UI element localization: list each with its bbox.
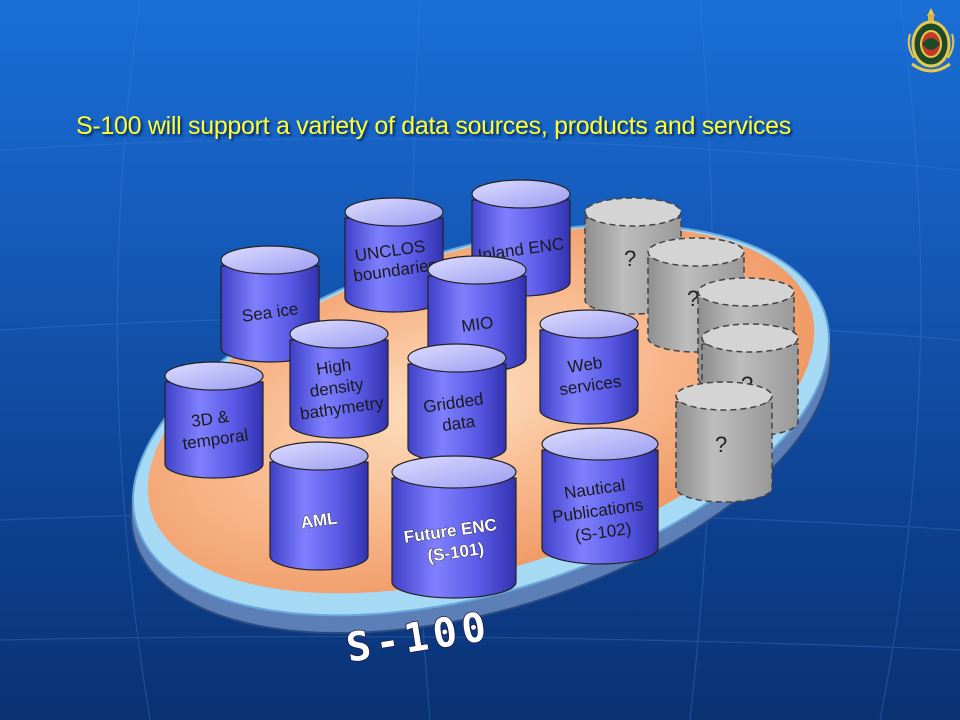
cylinder-label: High xyxy=(315,355,352,379)
cylinder-web-services: Web services xyxy=(539,309,639,425)
cylinder-label: data xyxy=(441,412,477,435)
unknown-label: ? xyxy=(687,286,699,311)
cylinder-label: Web xyxy=(567,353,604,377)
cylinder-3d-temporal: 3D & temporal xyxy=(164,361,264,479)
cylinder-gridded-data: Gridded data xyxy=(407,343,507,463)
svg-text:Web services: Web services xyxy=(555,351,622,399)
cylinder-unclos: UNCLOS boundaries xyxy=(344,197,444,313)
iho-emblem-icon xyxy=(907,8,955,73)
unknown-cylinder: ? xyxy=(675,381,773,503)
svg-text:Gridded data: Gridded data xyxy=(422,389,492,438)
unknown-label: ? xyxy=(624,246,636,271)
cylinder-aml: AML xyxy=(269,441,369,571)
cylinder-future-enc: Future ENC (S-101) xyxy=(391,455,517,599)
slide-title: S-100 will support a variety of data sou… xyxy=(76,112,791,140)
unknown-label: ? xyxy=(715,432,727,457)
cylinder-label: MIO xyxy=(460,313,494,336)
cylinder-nautical-publications: Nautical Publications (S-102) xyxy=(541,427,659,565)
svg-text:MIO: MIO xyxy=(460,313,494,336)
cylinder-high-density-bathymetry: High density bathymetry xyxy=(289,319,389,439)
